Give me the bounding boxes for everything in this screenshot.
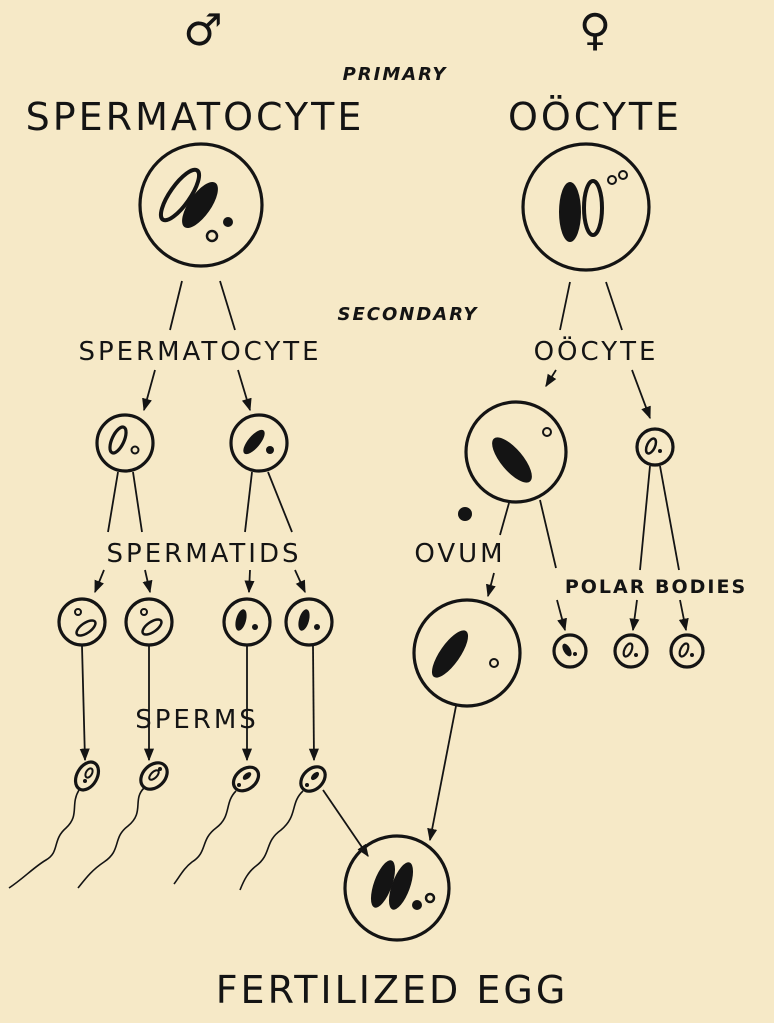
first-polar-body-cell (637, 429, 673, 465)
spermatid-cell-3 (224, 599, 270, 645)
loose-dot (458, 507, 472, 521)
label-polar-bodies: POLAR BODIES (565, 576, 747, 598)
spermatid-cell-2 (126, 599, 172, 645)
label-primary: PRIMARY (343, 64, 448, 85)
primary-spermatocyte-cell (140, 144, 262, 266)
spermatid-cell-4 (286, 599, 332, 645)
label-fertilized-egg: FERTILIZED EGG (216, 968, 569, 1012)
secondary-spermatocyte-left-cell (97, 415, 153, 471)
label-oocyte-secondary: OÖCYTE (534, 335, 659, 367)
polar-body-2 (615, 635, 647, 667)
sperm-2 (78, 758, 172, 888)
fertilized-egg-cell (345, 836, 449, 940)
secondary-oocyte-cell (466, 402, 566, 502)
sperm-3 (174, 762, 263, 884)
label-spermatocyte-secondary: SPERMATOCYTE (78, 337, 321, 367)
label-spermatocyte-primary: SPERMATOCYTE (26, 95, 365, 139)
sperm-4 (240, 762, 330, 890)
polar-body-3 (671, 635, 703, 667)
sperm-1 (9, 758, 103, 888)
spermatid-cell-1 (59, 599, 105, 645)
label-secondary: SECONDARY (338, 304, 479, 325)
primary-oocyte-cell (523, 144, 649, 270)
label-spermatids: SPERMATIDS (107, 539, 302, 569)
ovum-cell (414, 600, 520, 706)
label-oocyte-primary: OÖCYTE (508, 95, 682, 139)
female-symbol: ♀ (579, 5, 611, 56)
secondary-spermatocyte-right-cell (231, 415, 287, 471)
polar-body-1 (554, 635, 586, 667)
label-sperms: SPERMS (135, 705, 259, 735)
male-symbol: ♂ (183, 5, 222, 56)
label-ovum: OVUM (414, 539, 505, 569)
